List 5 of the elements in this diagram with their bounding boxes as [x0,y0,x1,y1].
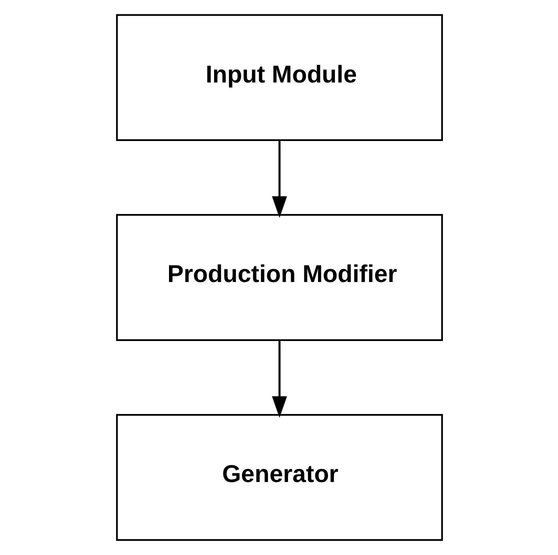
node-box: Production Modifier [116,214,442,341]
arrow [271,140,287,218]
node-box: Input Module [116,14,442,142]
node-box: Generator [116,414,442,541]
arrow [271,340,287,418]
